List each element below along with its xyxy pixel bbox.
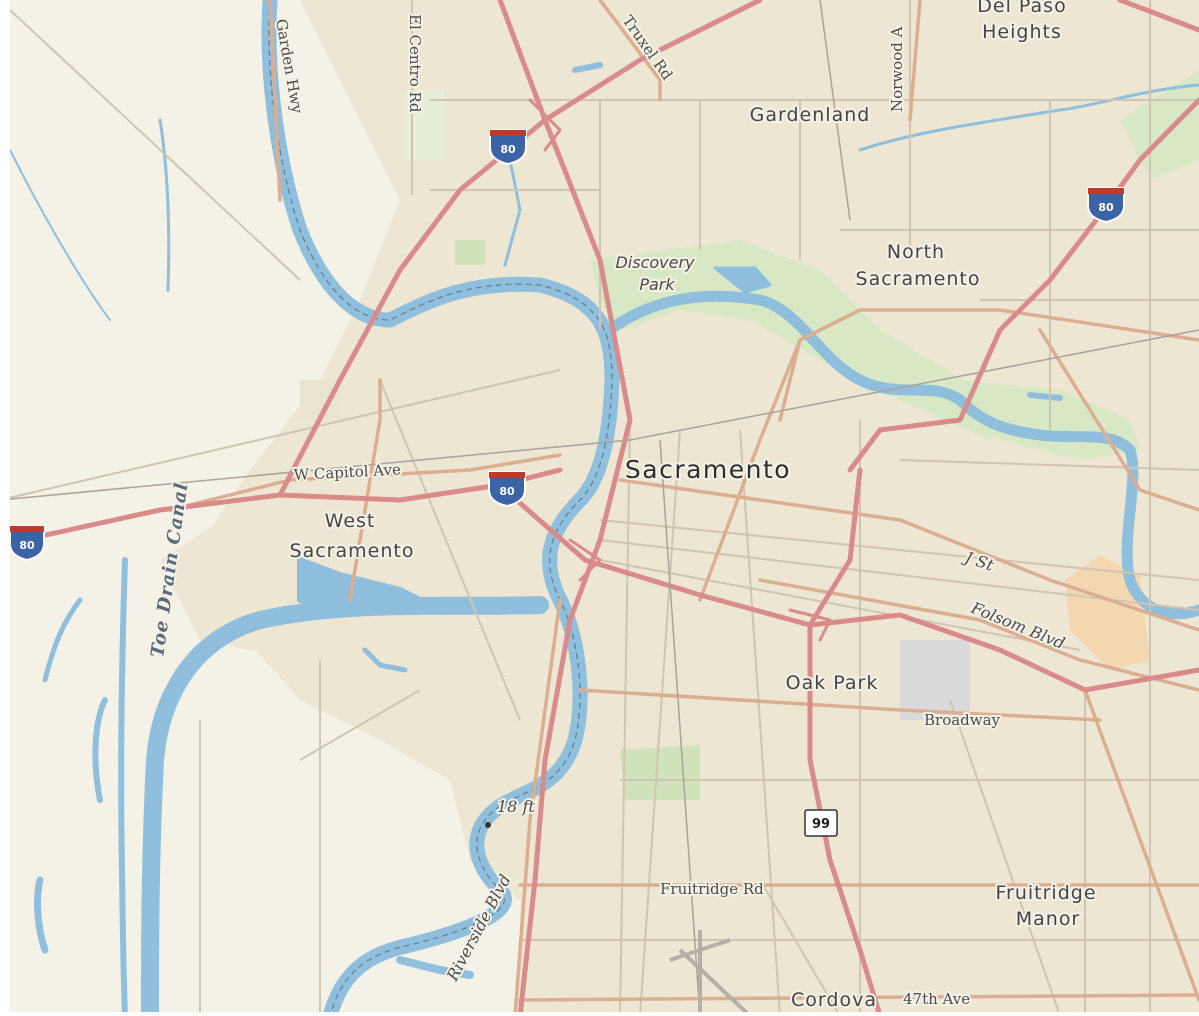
freeway-cap-city	[807, 467, 863, 628]
freeway-ramp-1	[528, 98, 562, 152]
industrial-area	[900, 640, 970, 720]
label-broadway: Broadway	[924, 711, 1001, 729]
arterial-roads	[168, 0, 1199, 1016]
freeway-us50	[1117, 0, 1199, 33]
label-west-sacramento-line1: West	[325, 510, 376, 532]
road-norwood	[908, 0, 922, 122]
park-northeast	[1120, 70, 1199, 180]
sr99-shield-label: 99	[812, 817, 830, 832]
creek-1	[158, 118, 171, 292]
label-norwood: Norwood A	[888, 26, 906, 112]
road-truxel	[598, 0, 662, 102]
label-west-sacramento-line2: Sacramento	[290, 540, 415, 562]
map-bottom-margin	[0, 1012, 1199, 1016]
urban-area	[190, 0, 1199, 1016]
freeway-ramp-2	[568, 538, 602, 582]
label-gardenland: Gardenland	[750, 104, 871, 126]
slough-2	[92, 697, 108, 803]
sr99-shield: 99	[804, 809, 838, 837]
label-fruitridge-manor-line2: Manor	[1016, 908, 1081, 930]
pond-2	[1027, 392, 1063, 401]
slough-4	[362, 647, 408, 673]
road-47th	[518, 993, 1199, 1002]
american-river	[604, 290, 1199, 620]
i80-shield-north: 80	[489, 129, 527, 166]
label-del-paso-line1: Del Paso	[977, 0, 1066, 17]
road-garden	[268, 0, 282, 202]
road-arden	[778, 308, 1199, 422]
label-discovery-park-line1: Discovery	[615, 253, 695, 272]
label-47th-ave: 47th Ave	[903, 990, 970, 1008]
creek-4	[503, 158, 522, 267]
road-east-1	[1038, 328, 1199, 512]
slough-3	[34, 876, 49, 954]
creek-2	[9, 149, 111, 321]
label-fruitridge-rd: Fruitridge Rd	[660, 880, 764, 898]
creek-3	[858, 83, 1199, 152]
slough-1	[42, 597, 83, 683]
road-j-st	[618, 478, 1199, 632]
i80-shield-west-label: 80	[19, 539, 35, 552]
freeway-sr99	[807, 622, 883, 1016]
map-left-margin	[0, 0, 10, 1016]
lake-discovery	[713, 266, 772, 294]
road-south-1	[1083, 688, 1199, 1002]
label-del-paso-line2: Heights	[982, 21, 1062, 43]
pond-1	[572, 62, 603, 73]
place-labels: Sacramento West Sacramento North Sacrame…	[288, 0, 1098, 1013]
label-cordova: Cordova	[791, 989, 877, 1011]
i80-shield-east: 80	[1087, 187, 1125, 224]
airport-runways	[669, 930, 752, 1016]
road-west-1	[348, 378, 382, 602]
road-del-paso	[698, 338, 802, 602]
label-north-sacramento-line1: North	[887, 241, 945, 263]
park-south	[620, 745, 700, 800]
marina	[396, 956, 474, 979]
toe-drain-canal	[118, 557, 128, 1016]
freeway-business80	[502, 487, 1199, 693]
label-el-centro-rd: El Centro Rd	[406, 14, 424, 113]
park-small-1	[455, 240, 485, 265]
label-discovery-park-line2: Park	[639, 275, 675, 294]
i80-shield-center-label: 80	[499, 485, 515, 498]
i80-shield-east-label: 80	[1098, 201, 1114, 214]
freeway-i80-east	[847, 97, 1199, 473]
freeway-i5	[497, 0, 633, 1016]
road-riverside	[513, 598, 562, 1016]
label-oak-park: Oak Park	[786, 672, 879, 694]
elevation-marker	[485, 822, 491, 828]
river-centerline	[268, 0, 613, 1016]
i80-shield-west: 80	[9, 525, 45, 562]
label-fruitridge-manor-line1: Fruitridge	[995, 882, 1096, 904]
road-broadway	[578, 688, 1102, 722]
i80-shield-north-label: 80	[500, 143, 516, 156]
i80-shield-center: 80	[488, 471, 526, 508]
road-folsom	[758, 578, 1199, 692]
freeway-ramp-3	[788, 608, 832, 642]
port-basin	[297, 557, 433, 615]
label-north-sacramento-line2: Sacramento	[856, 268, 981, 290]
label-sacramento: Sacramento	[625, 455, 791, 484]
label-elevation: 18 ft	[497, 797, 535, 816]
road-w-capitol	[168, 453, 562, 512]
freeway-i80-north	[277, 0, 763, 498]
